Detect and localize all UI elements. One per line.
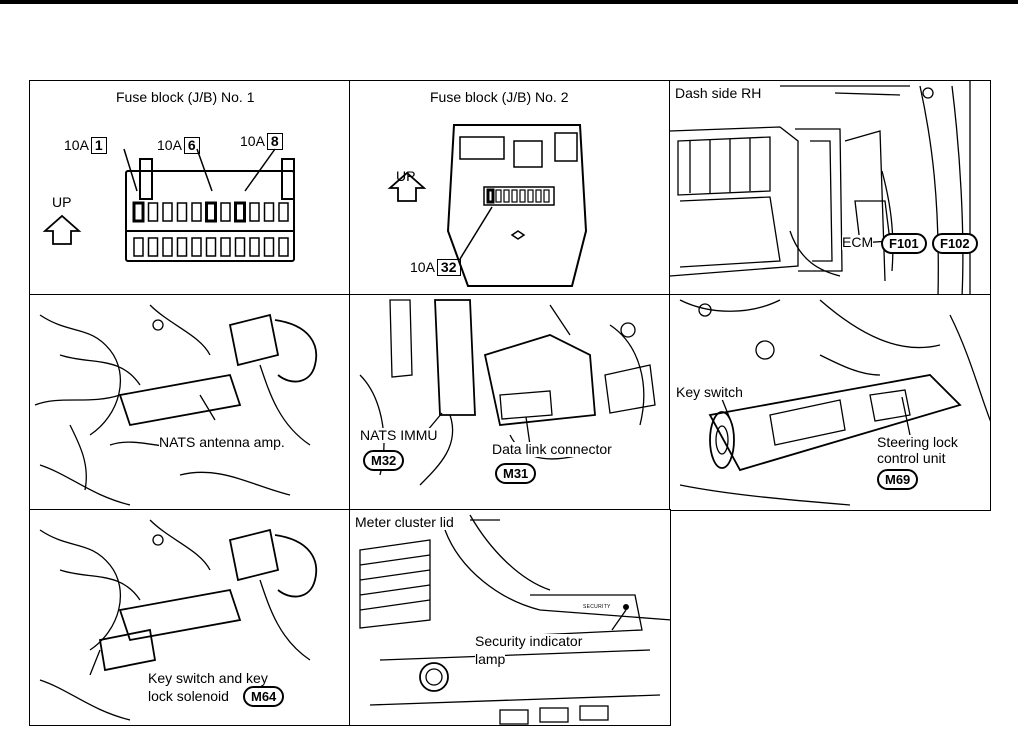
fuse-slot-upper xyxy=(220,202,231,222)
fuse-slot-upper xyxy=(176,202,188,222)
fuse-1-number: 1 xyxy=(90,137,107,154)
dash-side-illustration xyxy=(670,81,971,295)
fuse-slot-lower xyxy=(133,237,144,257)
key-lock-solenoid-label-line2: lock solenoid xyxy=(148,688,229,704)
connector-m32: M32 xyxy=(363,450,405,471)
dash-side-title: Dash side RH xyxy=(675,85,762,101)
connector-m64: M64 xyxy=(243,686,285,707)
fuse-slot xyxy=(535,189,542,203)
fuse-slot xyxy=(527,189,534,203)
ecm-label: ECM xyxy=(842,234,874,250)
nats-immu-label: NATS IMMU xyxy=(360,427,438,443)
fuse-block-2-drawing xyxy=(387,124,588,287)
fuse-slot-upper xyxy=(205,201,217,223)
fuse-slot xyxy=(511,189,518,203)
fuse-slot-lower xyxy=(278,237,289,257)
steering-column-illustration xyxy=(34,304,317,506)
fuse-slot-upper xyxy=(132,201,145,223)
fuse-8-amp: 10A xyxy=(240,133,265,149)
up-direction-label: UP xyxy=(396,168,416,184)
key-switch-label: Key switch xyxy=(676,384,743,400)
key-lock-illustration xyxy=(39,519,317,721)
fuse-slot-lower xyxy=(205,237,217,257)
top-rule xyxy=(0,0,1018,4)
data-link-connector-label: Data link connector xyxy=(492,441,612,457)
fuse-6-amp: 10A xyxy=(157,137,182,153)
fuse-slot-lower xyxy=(147,237,159,257)
fuse-slot xyxy=(519,189,526,203)
fuse-slot xyxy=(503,189,510,203)
fuse-slot-lower xyxy=(234,237,246,257)
fuse-slot-lower xyxy=(162,237,173,257)
fuse-slot-upper xyxy=(263,202,275,222)
up-direction-label: UP xyxy=(52,194,72,210)
fuse-slot-lower xyxy=(176,237,188,257)
connector-f101: F101 xyxy=(881,233,927,254)
panel-nats-immu: NATS IMMU M32 Data link connector M31 xyxy=(349,294,671,511)
security-indicator-label-line2: lamp xyxy=(475,651,506,667)
fuse-block-1-title: Fuse block (J/B) No. 1 xyxy=(116,89,255,105)
fuse-slot-upper xyxy=(147,202,159,222)
connector-m31: M31 xyxy=(495,463,537,484)
panel-key-switch: Key switch Steering lock control unit M6… xyxy=(669,294,991,511)
meter-cluster-lid-title: Meter cluster lid xyxy=(355,514,454,530)
fuse-32-amp: 10A xyxy=(410,259,435,275)
fuse-slot-upper xyxy=(278,202,289,222)
fuse-slot-upper xyxy=(249,202,260,222)
panel-meter-cluster-lid: Meter cluster lid SECURITY Security indi… xyxy=(349,509,671,726)
panel-nats-antenna-amp: NATS antenna amp. xyxy=(29,294,351,511)
fuse-slot-upper xyxy=(191,202,202,222)
fuse-slot xyxy=(543,189,550,203)
fuse-slot-lower xyxy=(220,237,231,257)
steering-lock-label-line1: Steering lock xyxy=(877,434,958,450)
fuse-block-1-drawing xyxy=(42,148,295,262)
nats-antenna-amp-label: NATS antenna amp. xyxy=(159,434,285,450)
fuse-8-number: 8 xyxy=(266,133,283,150)
panel-dash-side-rh: Dash side RH ECM F101 F102 xyxy=(669,80,991,296)
fuse-slot-upper xyxy=(234,201,246,223)
steering-lock-label-line2: control unit xyxy=(877,450,946,466)
fuse-slot-upper xyxy=(162,202,173,222)
steering-lock-illustration xyxy=(679,299,990,506)
security-indicator-lamp-dot xyxy=(623,604,629,610)
key-lock-solenoid-label-line1: Key switch and key xyxy=(148,670,268,686)
fuse-slot-lower xyxy=(263,237,275,257)
fuse-6-number: 6 xyxy=(183,137,200,154)
security-indicator-label-line1: Security indicator xyxy=(475,633,583,649)
fuse-slot xyxy=(495,189,502,203)
fuse-slot-lower xyxy=(191,237,202,257)
connector-m69: M69 xyxy=(877,469,919,490)
fuse-block-2-title: Fuse block (J/B) No. 2 xyxy=(430,89,569,105)
connector-f102: F102 xyxy=(932,233,978,254)
fuse-slot xyxy=(486,188,495,204)
panel-key-lock-solenoid: Key switch and key lock solenoid M64 xyxy=(29,509,351,726)
fuse-1-amp: 10A xyxy=(64,137,89,153)
meter-cluster-illustration xyxy=(359,514,670,725)
fuse-slot-lower xyxy=(249,237,260,257)
fuse-32-number: 32 xyxy=(436,259,461,276)
security-text: SECURITY xyxy=(583,604,611,610)
